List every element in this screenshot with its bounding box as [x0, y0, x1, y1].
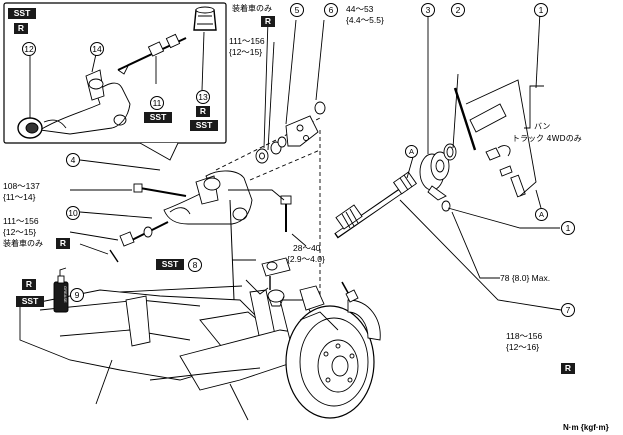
callout-6: 6	[324, 3, 338, 17]
bolt-108	[139, 187, 187, 197]
callout-14: 14	[90, 42, 104, 56]
nut-44	[314, 101, 326, 115]
lower-assembly	[19, 289, 331, 421]
callout-11: 11	[150, 96, 164, 110]
torque-28-40-kgf: {2.9～4.0}	[287, 254, 325, 264]
callout-9: 9	[70, 288, 84, 302]
sst-badge-inset-top: SST	[8, 8, 36, 19]
sst-badge-13: SST	[190, 120, 218, 131]
van-label: バン	[534, 122, 551, 131]
r-badge-inset-top: R	[14, 23, 28, 34]
torque-108-137: 108～137	[3, 181, 40, 191]
torque-44-53-kgf: {4.4～5.5}	[346, 15, 384, 25]
inset-bushing-13	[193, 6, 217, 31]
sst-badge-grease: SST	[16, 296, 44, 307]
unit-note: N·m {kgf·m}	[563, 423, 609, 432]
torque-108-137-kgf: {11～14}	[3, 192, 36, 202]
kit-1	[453, 79, 537, 198]
r-badge-top: R	[261, 16, 275, 27]
callout-8: 8	[188, 258, 202, 272]
callout-1-right: 1	[561, 221, 575, 235]
callout-12: 12	[22, 42, 36, 56]
torque-28-40: 28～40	[293, 243, 321, 253]
callout-13: 13	[196, 90, 210, 104]
ball-joint-8	[261, 257, 291, 290]
r-badge-bottom: R	[561, 363, 575, 374]
torque-111-156-left: 111～156	[3, 216, 39, 226]
hub-3	[419, 151, 450, 201]
inset-frame	[3, 2, 227, 144]
callout-3: 3	[421, 3, 435, 17]
washer-5	[255, 148, 269, 164]
torque-111-156-top-kgf: {12～15}	[229, 47, 263, 57]
callout-5: 5	[290, 3, 304, 17]
equipped-only-label-left: 装着車のみ	[3, 239, 43, 248]
torque-118-156-kgf: {12～16}	[506, 342, 540, 352]
callout-a-left: A	[405, 145, 418, 158]
drive-shaft-7	[334, 171, 418, 239]
truck-4wd-label: トラック 4WDのみ	[512, 134, 582, 143]
sst-badge-11: SST	[144, 112, 172, 123]
callout-a-right: A	[535, 208, 548, 221]
callout-7: 7	[561, 303, 575, 317]
grease-can-label: GREASE	[63, 286, 68, 303]
r-badge-left: R	[56, 238, 70, 249]
snap-ring-2	[443, 143, 457, 161]
callout-10: 10	[66, 206, 80, 220]
equipped-only-label-top: 装着車のみ	[232, 4, 272, 13]
torque-111-156-top: 111～156	[229, 36, 265, 46]
callout-2: 2	[451, 3, 465, 17]
grease-boot-9	[267, 289, 285, 307]
inset-upper-arm	[38, 69, 131, 135]
torque-111-156-left-kgf: {12～15}	[3, 227, 37, 237]
inset-bushing-12	[17, 117, 43, 139]
callout-4: 4	[66, 153, 80, 167]
torque-78: 78 {8.0} Max.	[500, 273, 551, 283]
brake-rotor	[285, 305, 375, 419]
inset-shaft-11	[117, 33, 187, 75]
torque-118-156: 118～156	[506, 331, 543, 341]
r-badge-grease: R	[22, 279, 36, 290]
grease-can-icon	[53, 267, 69, 313]
torque-44-53: 44～53	[346, 4, 374, 14]
bracket-6	[285, 115, 319, 147]
inset-pointer	[139, 142, 179, 161]
sst-badge-8: SST	[156, 259, 184, 270]
upper-arm-main	[163, 170, 253, 225]
r-badge-13: R	[196, 106, 210, 117]
callout-1-top: 1	[534, 3, 548, 17]
